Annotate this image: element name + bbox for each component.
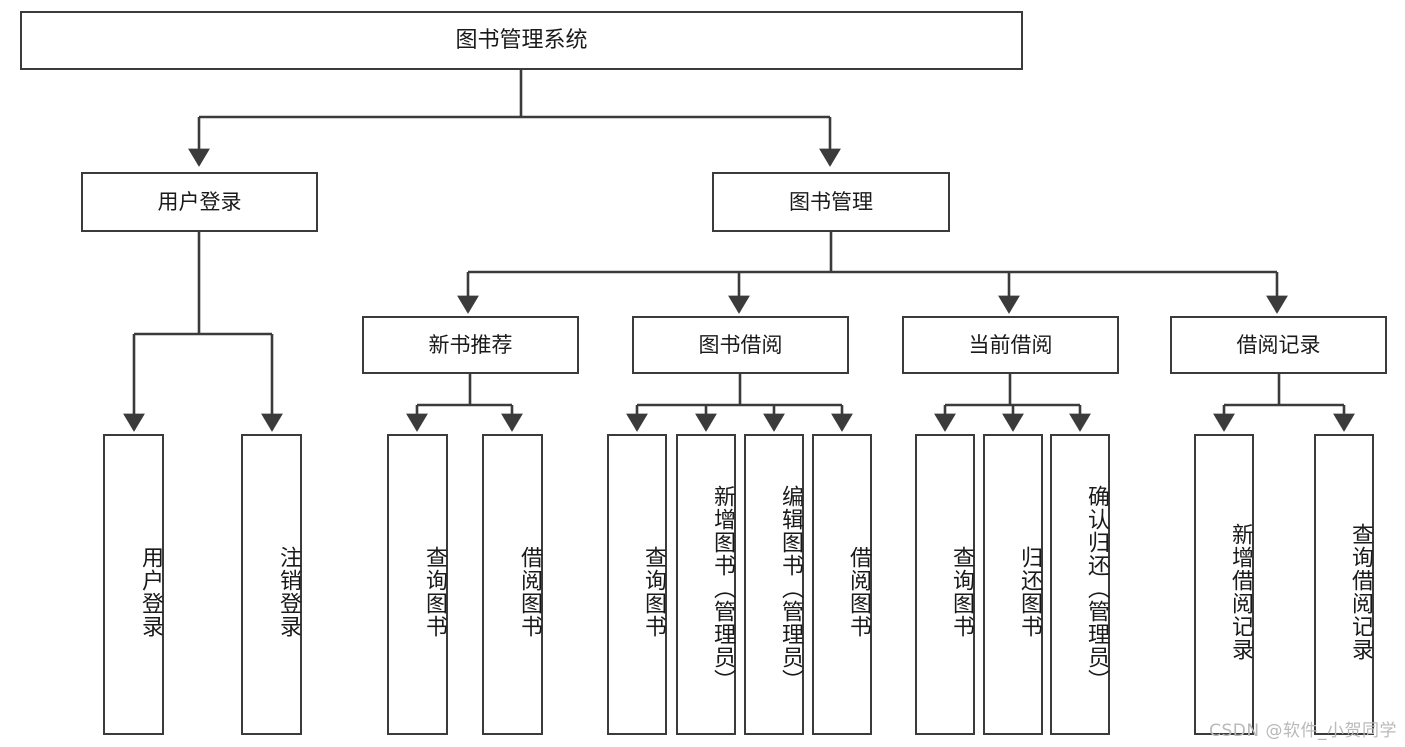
node-current-borrowing[interactable]: 当前借阅 xyxy=(902,316,1119,374)
node-label: 查询借阅记录 xyxy=(1348,522,1373,661)
node-leaf-add-book-admin[interactable]: 新增图书（管理员） xyxy=(676,434,736,735)
node-leaf-return-book[interactable]: 归还图书 xyxy=(983,434,1043,735)
node-label: 借阅图书 xyxy=(517,545,542,638)
node-label: 新书推荐 xyxy=(428,332,513,357)
node-leaf-logout[interactable]: 注销登录 xyxy=(241,434,302,735)
node-label: 确认归还（管理员） xyxy=(1084,485,1109,692)
node-label: 用户登录 xyxy=(157,189,242,214)
watermark-text: CSDN @软件_小贺同学 xyxy=(1209,721,1397,741)
node-label: 当前借阅 xyxy=(968,332,1053,357)
node-label: 归还图书 xyxy=(1017,545,1042,638)
node-label: 查询图书 xyxy=(641,545,666,638)
node-label: 新增图书（管理员） xyxy=(710,485,735,692)
node-label: 图书管理 xyxy=(789,189,873,214)
node-leaf-add-borrow-record[interactable]: 新增借阅记录 xyxy=(1194,434,1254,735)
node-label: 注销登录 xyxy=(276,545,301,638)
node-leaf-user-login[interactable]: 用户登录 xyxy=(103,434,164,735)
node-label: 新增借阅记录 xyxy=(1228,522,1253,661)
node-book-borrowing[interactable]: 图书借阅 xyxy=(632,316,849,374)
node-label: 借阅图书 xyxy=(846,545,871,638)
node-new-book-recommendation[interactable]: 新书推荐 xyxy=(362,316,579,374)
node-label: 用户登录 xyxy=(138,545,163,638)
node-leaf-borrow-book[interactable]: 借阅图书 xyxy=(812,434,872,735)
node-leaf-query-book-borrow[interactable]: 查询图书 xyxy=(607,434,667,735)
node-leaf-query-book-new[interactable]: 查询图书 xyxy=(387,434,448,735)
node-label: 图书借阅 xyxy=(698,332,783,357)
node-leaf-confirm-return-admin[interactable]: 确认归还（管理员） xyxy=(1050,434,1110,735)
node-borrowing-records[interactable]: 借阅记录 xyxy=(1170,316,1387,374)
node-user-login[interactable]: 用户登录 xyxy=(81,172,318,232)
node-label: 查询图书 xyxy=(949,545,974,638)
node-leaf-query-book-current[interactable]: 查询图书 xyxy=(915,434,975,735)
node-label: 查询图书 xyxy=(422,545,447,638)
node-leaf-borrow-book-new[interactable]: 借阅图书 xyxy=(482,434,543,735)
node-label: 编辑图书（管理员） xyxy=(778,485,803,692)
node-root-book-management-system[interactable]: 图书管理系统 xyxy=(20,11,1023,70)
node-label: 借阅记录 xyxy=(1236,332,1321,357)
node-leaf-edit-book-admin[interactable]: 编辑图书（管理员） xyxy=(744,434,804,735)
node-leaf-query-borrow-record[interactable]: 查询借阅记录 xyxy=(1314,434,1374,735)
node-label: 图书管理系统 xyxy=(455,27,588,53)
node-book-management[interactable]: 图书管理 xyxy=(712,172,950,232)
